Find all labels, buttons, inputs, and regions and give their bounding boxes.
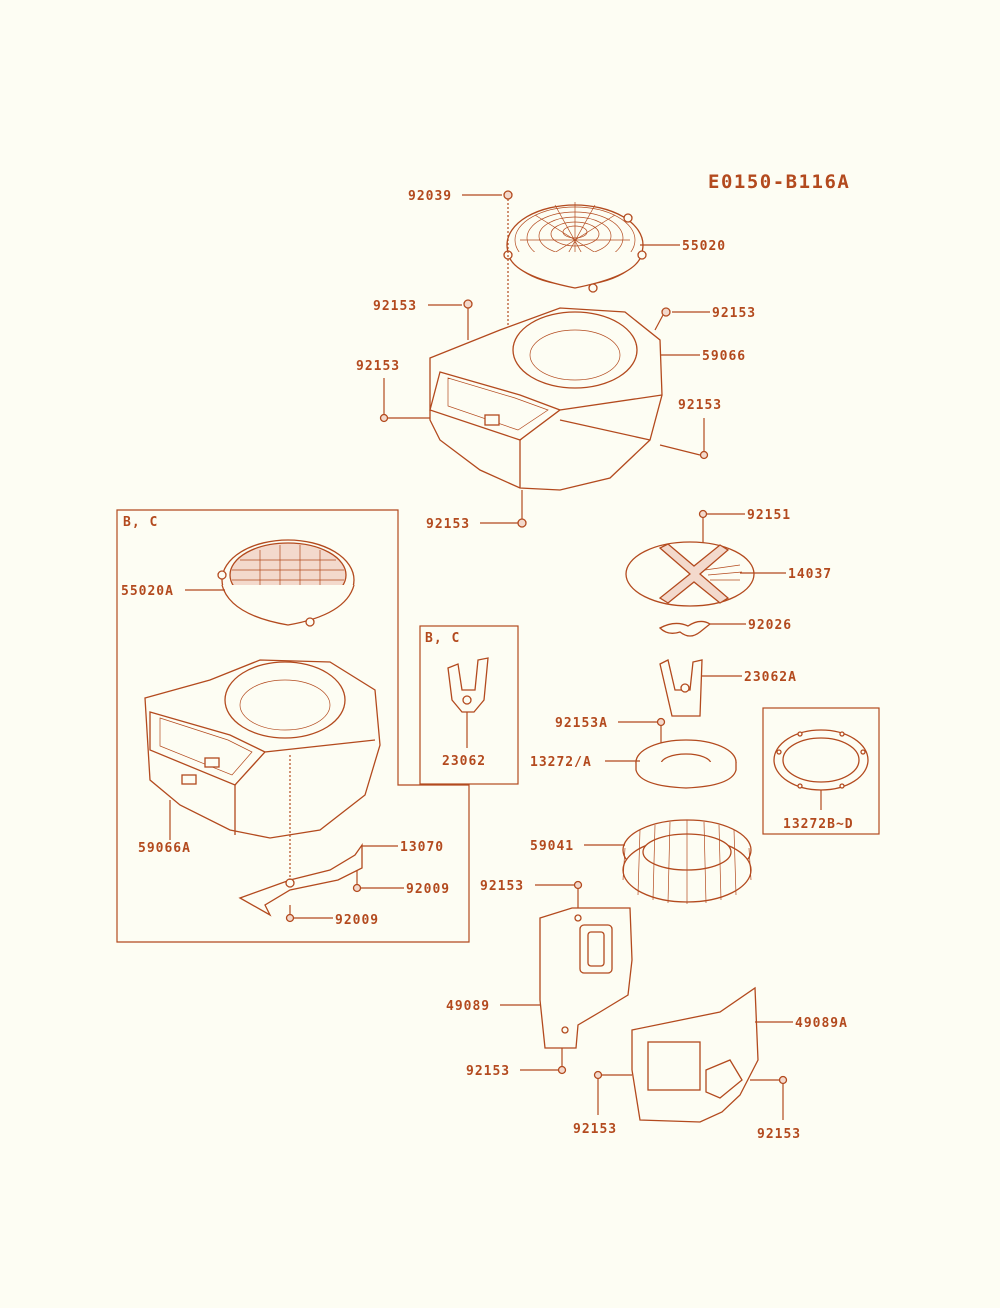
label-92153-a: 92153 xyxy=(373,299,417,314)
cover-49089 xyxy=(539,907,633,1049)
label-13272B-D: 13272B~D xyxy=(783,817,854,832)
label-92153-h: 92153 xyxy=(573,1122,617,1137)
bracket-23062 xyxy=(447,657,489,713)
label-23062: 23062 xyxy=(442,754,486,769)
label-92009-a: 92009 xyxy=(406,882,450,897)
label-59066A: 59066A xyxy=(138,841,191,856)
bracket-23062A xyxy=(659,659,703,717)
variant-box-right xyxy=(762,707,880,835)
label-92151: 92151 xyxy=(747,508,791,523)
screen-55020A xyxy=(217,539,355,627)
label-92153-c: 92153 xyxy=(356,359,400,374)
label-92026: 92026 xyxy=(748,618,792,633)
label-92153-i: 92153 xyxy=(757,1127,801,1142)
label-59066: 59066 xyxy=(702,349,746,364)
variant-label-left: B, C xyxy=(123,515,158,530)
label-92153A: 92153A xyxy=(555,716,608,731)
blower-housing-59066 xyxy=(429,307,663,491)
label-92153-d: 92153 xyxy=(678,398,722,413)
label-92153-f: 92153 xyxy=(480,879,524,894)
label-13070: 13070 xyxy=(400,840,444,855)
baffle-13070 xyxy=(238,842,363,917)
bolt-92039 xyxy=(462,190,513,330)
blower-housing-59066A xyxy=(144,659,381,839)
label-92153-b: 92153 xyxy=(712,306,756,321)
fan-guard-55020 xyxy=(503,202,647,293)
label-92039: 92039 xyxy=(408,189,452,204)
label-92153-g: 92153 xyxy=(466,1064,510,1079)
label-92009-b: 92009 xyxy=(335,913,379,928)
washer-92026 xyxy=(658,620,712,637)
label-14037: 14037 xyxy=(788,567,832,582)
label-13272A: 13272/A xyxy=(530,755,592,770)
label-23062A: 23062A xyxy=(744,670,797,685)
variant-label-middle: B, C xyxy=(425,631,460,646)
label-55020A: 55020A xyxy=(121,584,174,599)
label-55020: 55020 xyxy=(682,239,726,254)
label-92153-e: 92153 xyxy=(426,517,470,532)
plate-13272A xyxy=(635,739,737,789)
plate-13272B-D xyxy=(773,729,869,791)
label-59041: 59041 xyxy=(530,839,574,854)
diagram-title: E0150-B116A xyxy=(708,171,850,193)
label-49089: 49089 xyxy=(446,999,490,1014)
variant-box-middle xyxy=(419,625,519,785)
fan-59041 xyxy=(622,819,752,904)
cover-49089A xyxy=(631,986,759,1123)
label-49089A: 49089A xyxy=(795,1016,848,1031)
variant-box-left xyxy=(116,509,470,943)
fan-plate-14037 xyxy=(625,541,755,607)
